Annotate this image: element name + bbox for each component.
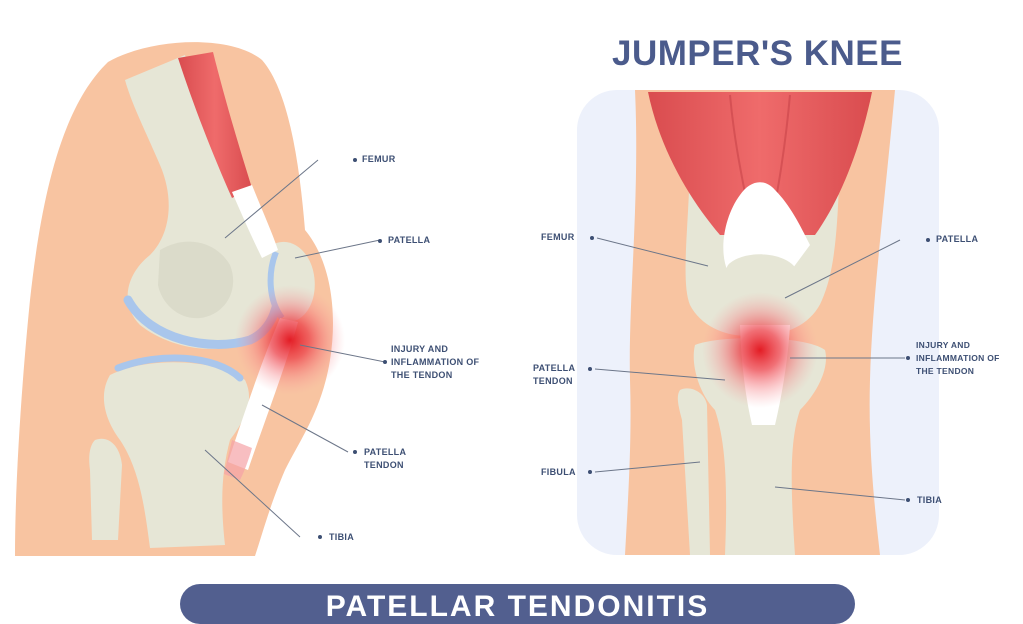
front-knee-view xyxy=(577,90,939,555)
page-title: JUMPER'S KNEE xyxy=(612,34,903,74)
side-label-patella-tendon-line2: TENDON xyxy=(364,459,406,472)
side-inflammation-glow xyxy=(235,285,345,395)
front-label-patella: PATELLA xyxy=(936,233,978,246)
side-label-patella-tendon-line1: PATELLA xyxy=(364,446,406,459)
side-knee-view xyxy=(15,42,387,556)
front-label-injury-line1: INJURY AND xyxy=(916,339,1000,352)
front-label-tibia: TIBIA xyxy=(917,494,942,507)
front-label-femur: FEMUR xyxy=(541,231,575,244)
side-fibula xyxy=(89,439,122,540)
front-label-injury: INJURY AND INFLAMMATION OF THE TENDON xyxy=(916,339,1000,378)
front-inflammation-glow xyxy=(702,292,818,408)
front-label-patella-tendon: PATELLA TENDON xyxy=(533,362,575,388)
side-label-femur: FEMUR xyxy=(362,153,396,166)
side-label-injury-line1: INJURY AND xyxy=(391,343,479,356)
front-label-patella-tendon-line2: TENDON xyxy=(533,375,575,388)
banner-text: PATELLAR TENDONITIS xyxy=(180,590,855,624)
side-label-tibia: TIBIA xyxy=(329,531,354,544)
side-label-patella-tendon: PATELLA TENDON xyxy=(364,446,406,472)
side-label-injury: INJURY AND INFLAMMATION OF THE TENDON xyxy=(391,343,479,382)
side-label-injury-line3: THE TENDON xyxy=(391,369,479,382)
knee-illustration xyxy=(0,0,1023,602)
side-label-injury-line2: INFLAMMATION OF xyxy=(391,356,479,369)
side-label-patella: PATELLA xyxy=(388,234,430,247)
front-label-injury-line2: INFLAMMATION OF xyxy=(916,352,1000,365)
front-label-injury-line3: THE TENDON xyxy=(916,365,1000,378)
front-label-patella-tendon-line1: PATELLA xyxy=(533,362,575,375)
front-label-fibula: FIBULA xyxy=(541,466,576,479)
condition-banner: PATELLAR TENDONITIS xyxy=(180,584,855,624)
